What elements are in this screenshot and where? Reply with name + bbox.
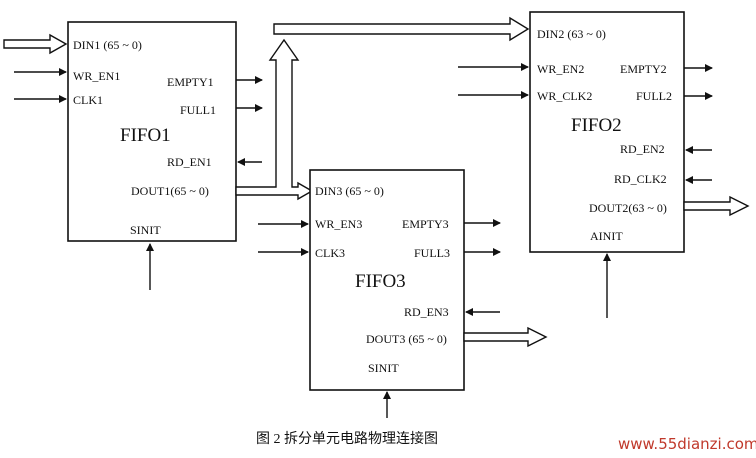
fifo2-wr-clk-label: WR_CLK2 — [537, 89, 592, 103]
fifo3-clk-label: CLK3 — [315, 246, 345, 260]
fifo3-title: FIFO3 — [355, 271, 406, 292]
fifo2-block: FIFO2 DIN2 (63 ~ 0) WR_EN2 WR_CLK2 EMPTY… — [529, 11, 685, 253]
fifo1-empty-label: EMPTY1 — [167, 75, 214, 89]
fifo1-clk-label: CLK1 — [73, 93, 103, 107]
fifo1-din-bus-arrow — [3, 33, 68, 55]
watermark-text: www.55dianzi.com — [618, 435, 756, 453]
fifo3-rd-en-label: RD_EN3 — [404, 305, 449, 319]
fifo2-wr-en-label: WR_EN2 — [537, 62, 584, 76]
fifo1-full-label: FULL1 — [180, 103, 216, 117]
fifo2-din-label: DIN2 (63 ~ 0) — [537, 27, 606, 41]
fifo3-full-label: FULL3 — [414, 246, 450, 260]
fifo3-dout-bus-arrow — [463, 326, 548, 348]
fifo3-wr-en-label: WR_EN3 — [315, 217, 362, 231]
fifo1-dout-label: DOUT1(65 ~ 0) — [131, 184, 209, 198]
fifo3-box — [309, 169, 465, 391]
fifo2-ainit-label: AINIT — [590, 229, 623, 243]
fifo2-rd-clk-label: RD_CLK2 — [614, 172, 667, 186]
fifo2-title: FIFO2 — [571, 115, 622, 136]
fifo1-din-label: DIN1 (65 ~ 0) — [73, 38, 142, 52]
fifo1-block: FIFO1 DIN1 (65 ~ 0) WR_EN1 CLK1 EMPTY1 F… — [67, 21, 237, 242]
fifo3-block: FIFO3 DIN3 (65 ~ 0) WR_EN3 CLK3 EMPTY3 F… — [309, 169, 465, 391]
fifo1-wr-en-label: WR_EN1 — [73, 69, 120, 83]
fifo3-din-label: DIN3 (65 ~ 0) — [315, 184, 384, 198]
fifo3-dout-label: DOUT3 (65 ~ 0) — [366, 332, 447, 346]
fifo2-dout-bus-arrow — [683, 195, 750, 217]
fifo1-box — [67, 21, 237, 242]
fifo1-title: FIFO1 — [120, 125, 171, 146]
fifo2-dout-label: DOUT2(63 ~ 0) — [589, 201, 667, 215]
fifo2-full-label: FULL2 — [636, 89, 672, 103]
figure-caption: 图 2 拆分单元电路物理连接图 — [256, 430, 438, 447]
fifo1-dout-bus — [235, 38, 314, 201]
fifo1-rd-en-label: RD_EN1 — [167, 155, 212, 169]
fifo2-din-bus-arrow — [273, 16, 530, 42]
fifo3-empty-label: EMPTY3 — [402, 217, 449, 231]
fifo2-box — [529, 11, 685, 253]
fifo1-sinit-label: SINIT — [130, 223, 161, 237]
fifo2-rd-en-label: RD_EN2 — [620, 142, 665, 156]
fifo3-sinit-label: SINIT — [368, 361, 399, 375]
fifo2-empty-label: EMPTY2 — [620, 62, 667, 76]
